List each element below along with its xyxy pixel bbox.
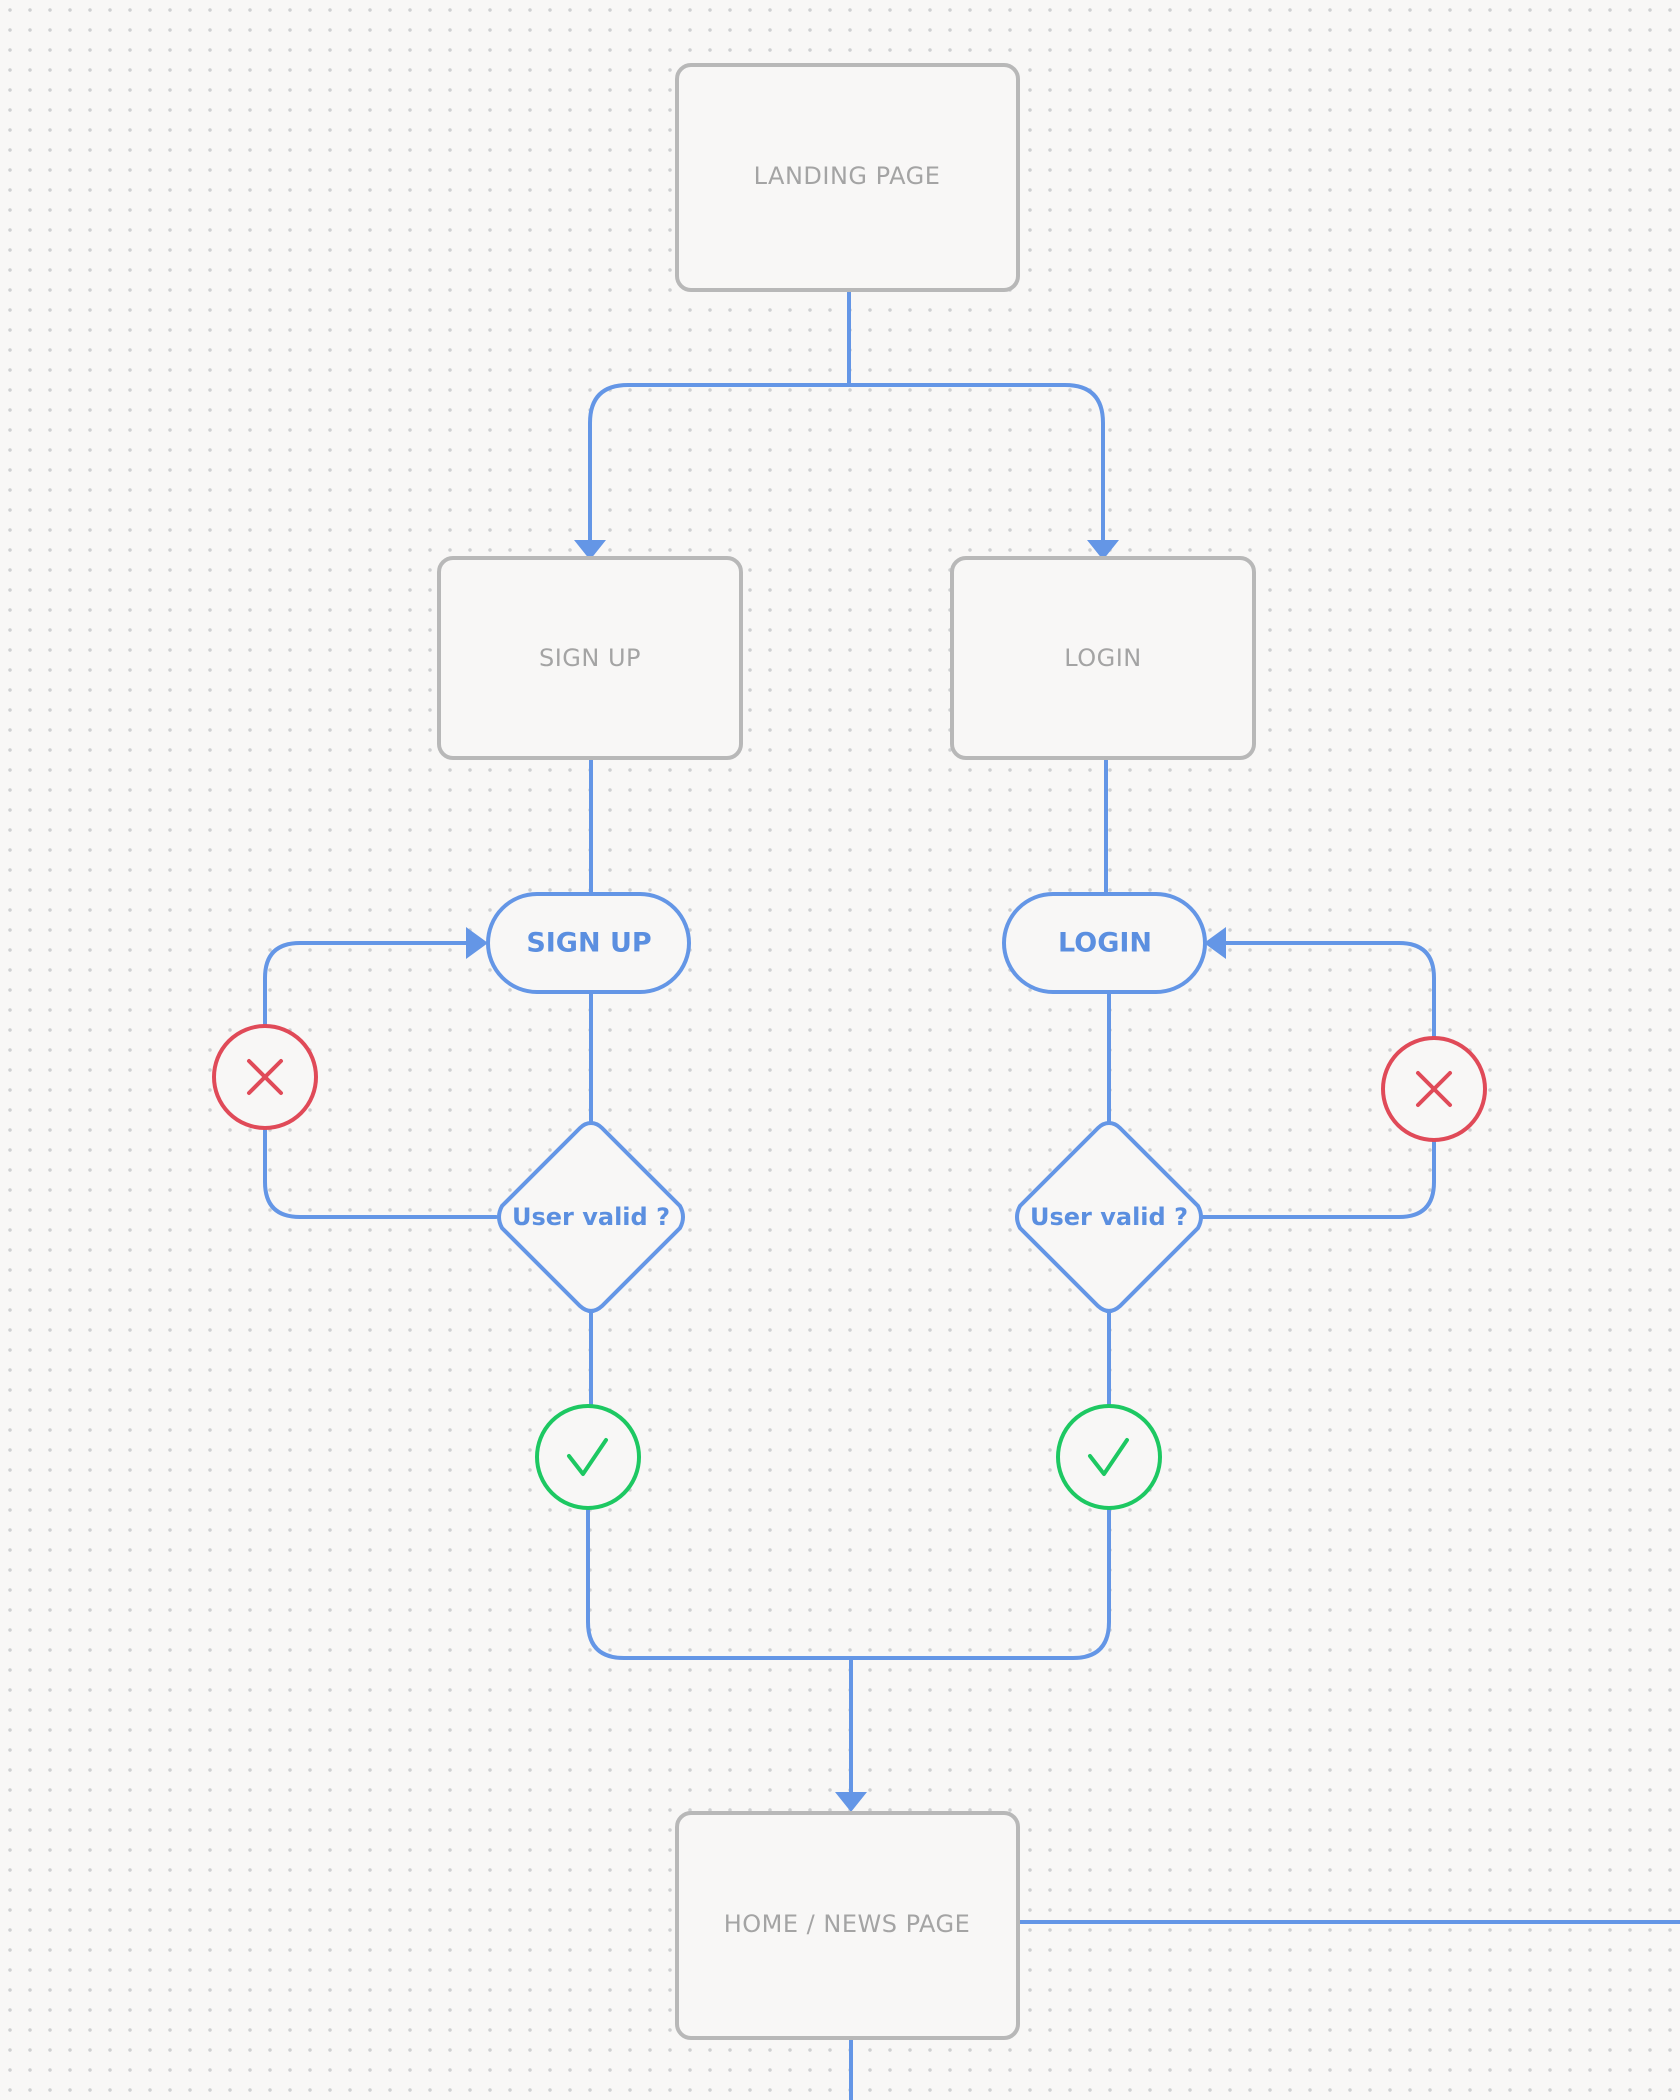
signup-validation-label: User valid ? — [512, 1203, 670, 1231]
signup-x-circle-icon — [212, 1024, 318, 1130]
signup-validation-diamond[interactable]: User valid ? — [497, 1120, 685, 1313]
signup-action-label: SIGN UP — [526, 928, 651, 959]
arrow-into-signup-action — [466, 927, 488, 959]
connector-to-signup-page — [588, 383, 851, 542]
login-validation-diamond[interactable]: User valid ? — [1015, 1120, 1203, 1313]
login-page-label: LOGIN — [1064, 644, 1142, 672]
signup-page-label: SIGN UP — [539, 644, 641, 672]
login-action-label: LOGIN — [1058, 928, 1152, 959]
login-x-circle-icon — [1381, 1036, 1487, 1142]
arrowheads — [466, 540, 1226, 1812]
signup-page-node[interactable]: SIGN UP — [437, 556, 743, 760]
arrow-into-signup-page — [574, 540, 606, 560]
connector-to-login-page — [847, 383, 1105, 542]
signup-action-node[interactable]: SIGN UP — [486, 892, 691, 994]
login-validation-label: User valid ? — [1030, 1203, 1188, 1231]
landing-page-label: LANDING PAGE — [754, 162, 941, 190]
landing-page-node[interactable]: LANDING PAGE — [675, 63, 1020, 292]
arrow-into-home — [835, 1792, 867, 1812]
connector-signup-success-to-merge — [586, 1506, 853, 1660]
arrow-into-login-page — [1087, 540, 1119, 560]
login-action-node[interactable]: LOGIN — [1002, 892, 1207, 994]
login-check-circle-icon — [1056, 1404, 1162, 1510]
home-page-node[interactable]: HOME / NEWS PAGE — [675, 1811, 1020, 2040]
home-page-label: HOME / NEWS PAGE — [724, 1910, 971, 1938]
login-page-node[interactable]: LOGIN — [950, 556, 1256, 760]
connector-login-success-to-merge — [849, 1506, 1111, 1660]
signup-check-circle-icon — [535, 1404, 641, 1510]
arrow-into-login-action — [1204, 927, 1226, 959]
